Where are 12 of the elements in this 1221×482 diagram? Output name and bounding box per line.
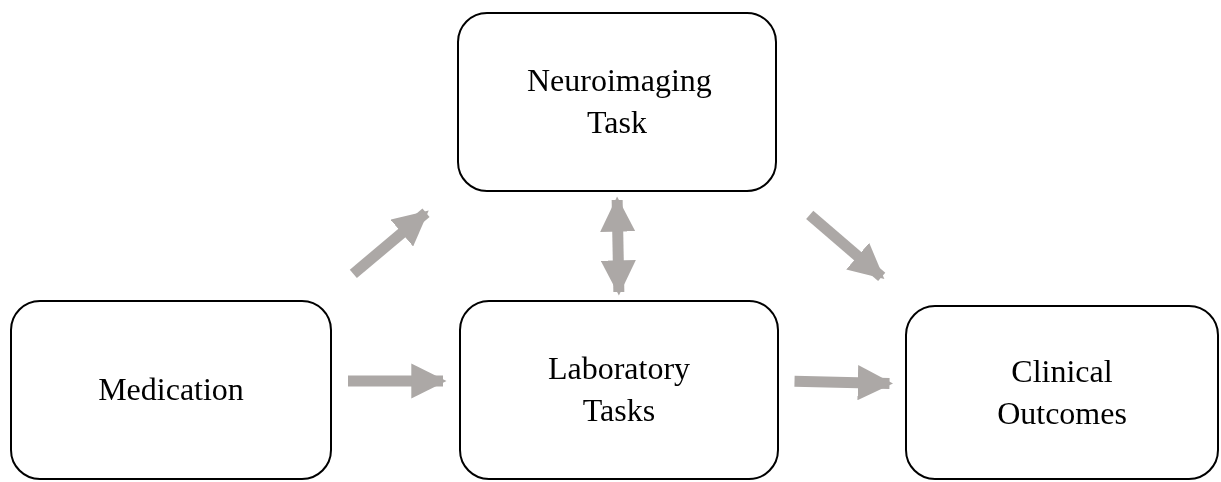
arrow	[349, 208, 430, 279]
process-box	[10, 300, 332, 480]
arrow	[348, 363, 447, 399]
process-box	[905, 305, 1219, 480]
arrow	[794, 365, 893, 401]
box-label: Laboratory Tasks	[546, 349, 692, 430]
arrow	[600, 196, 636, 296]
box-label: Clinical Outcomes	[996, 351, 1128, 433]
arrow	[806, 210, 886, 281]
process-box	[459, 300, 779, 480]
process-box	[457, 12, 777, 192]
box-label: Medication	[98, 370, 244, 410]
